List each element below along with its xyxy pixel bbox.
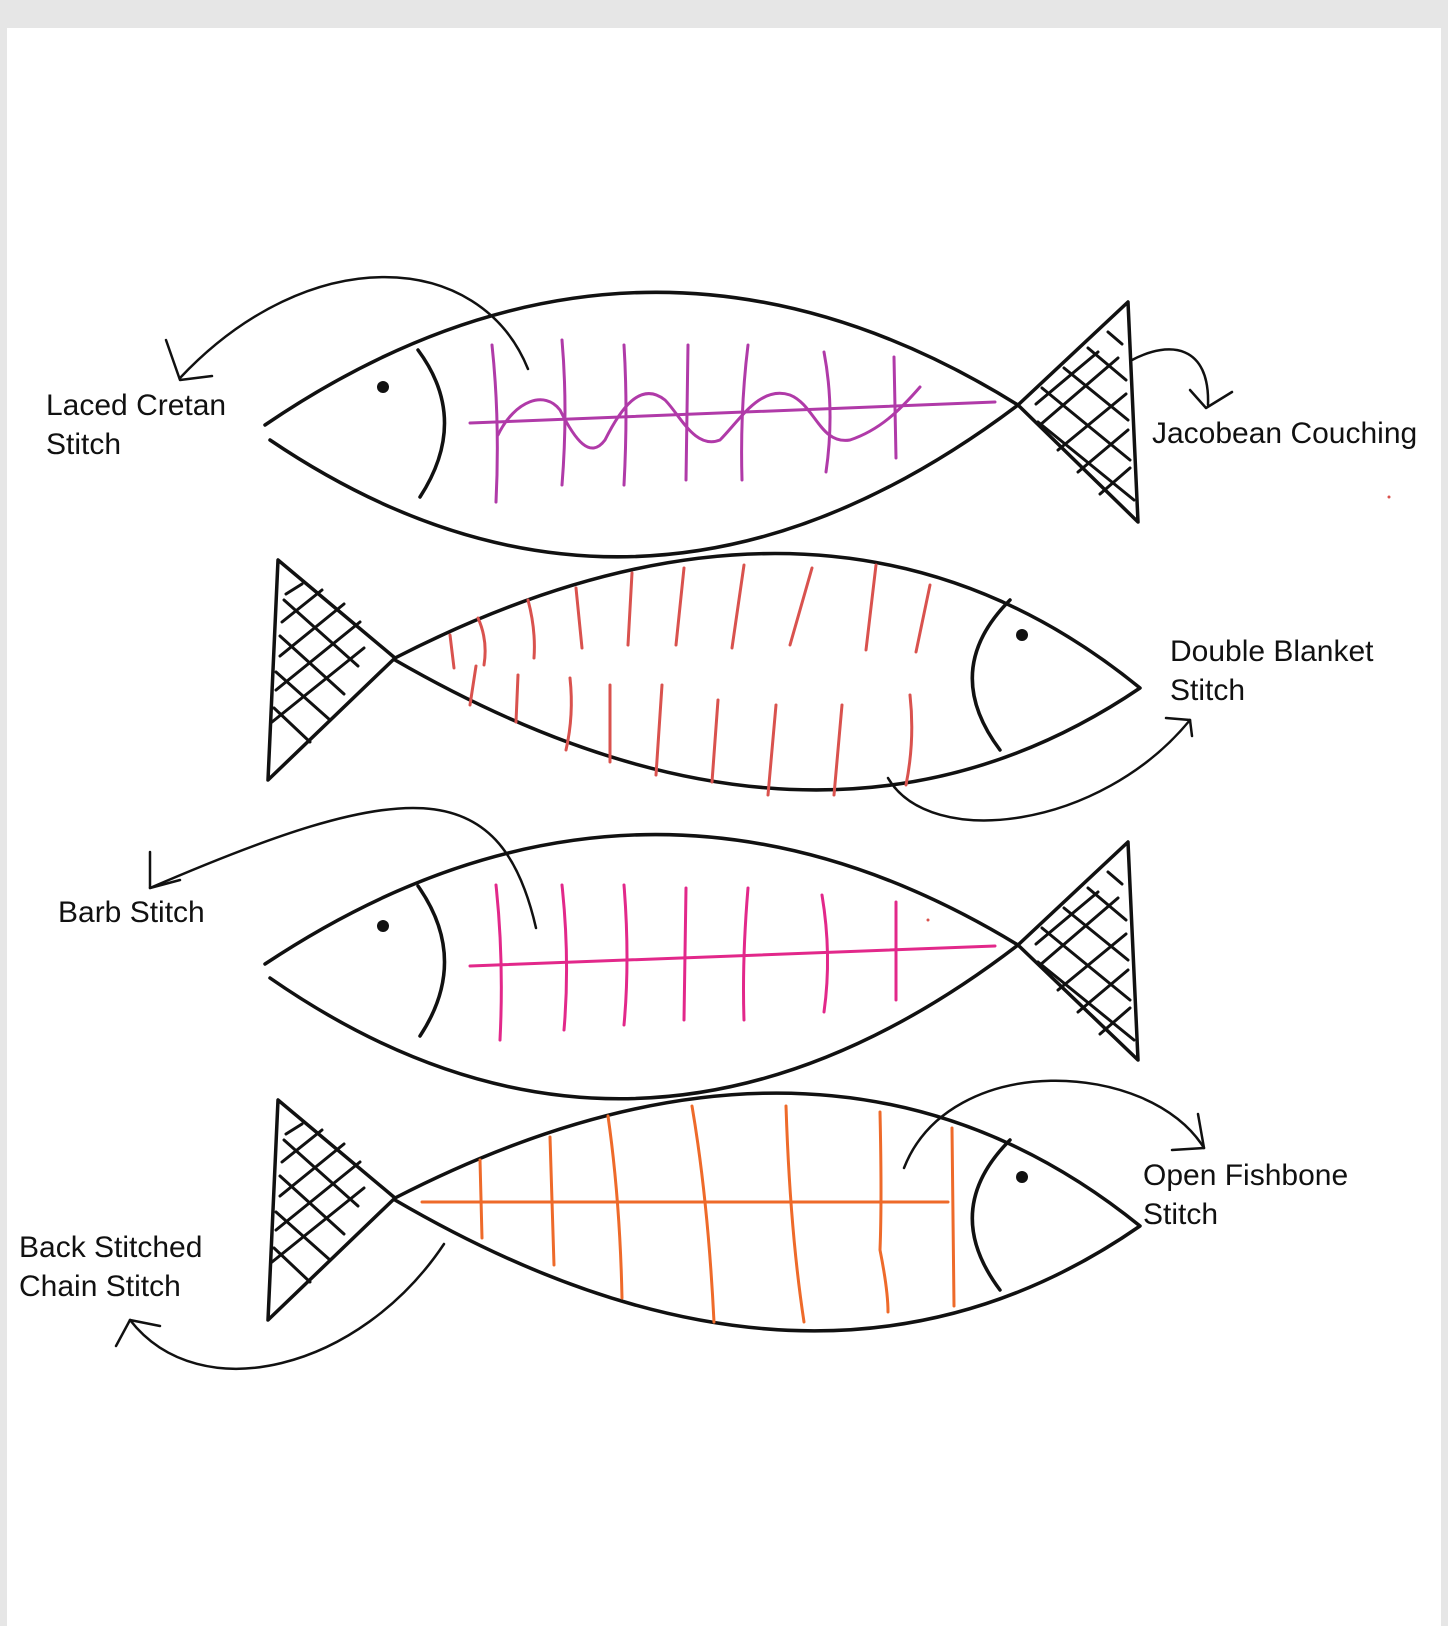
arrow-open-fishbone xyxy=(904,1081,1204,1168)
label-jacobean-line1: Jacobean Couching xyxy=(1152,414,1417,453)
label-open-fishbone-line1: Open Fishbone xyxy=(1143,1156,1348,1195)
fish-4 xyxy=(268,1093,1140,1331)
label-back-stitched-line1: Back Stitched xyxy=(19,1228,202,1267)
fish-4-tail-crosshatch xyxy=(272,1124,364,1282)
label-double-blanket-line2: Stitch xyxy=(1170,671,1373,710)
fish-3-barb-stitch xyxy=(470,885,995,1040)
fish-3-body xyxy=(265,835,1018,1099)
label-open-fishbone: Open Fishbone Stitch xyxy=(1143,1156,1348,1234)
arrow-barb xyxy=(150,808,536,928)
fish-2-body xyxy=(395,554,1140,790)
fish-2-tail-crosshatch xyxy=(272,584,364,742)
arrow-head-laced-cretan xyxy=(166,340,212,380)
arrow-laced-cretan xyxy=(180,277,528,378)
arrows xyxy=(116,277,1232,1369)
label-open-fishbone-line2: Stitch xyxy=(1143,1195,1348,1234)
stray-dot-2 xyxy=(927,919,930,922)
fish-1-eye xyxy=(377,381,389,393)
fish-4-body xyxy=(395,1093,1140,1331)
label-jacobean-couching: Jacobean Couching xyxy=(1152,414,1417,453)
label-barb-stitch: Barb Stitch xyxy=(58,893,205,932)
fish-4-gill xyxy=(972,1140,1010,1290)
fish-1-tail-crosshatch xyxy=(1036,332,1134,500)
label-laced-cretan-line2: Stitch xyxy=(46,425,226,464)
fish-3-gill xyxy=(418,886,445,1036)
fish-3-tail-crosshatch xyxy=(1036,872,1134,1040)
arrow-head-jacobean xyxy=(1190,390,1232,408)
fish-4-eye xyxy=(1016,1171,1028,1183)
fish-2-eye xyxy=(1016,629,1028,641)
fish-1 xyxy=(265,292,1138,557)
label-back-stitched-line2: Chain Stitch xyxy=(19,1267,202,1306)
fish-2-gill xyxy=(972,600,1010,750)
fish-3 xyxy=(265,835,1138,1099)
fish-1-laced-cretan-stitch xyxy=(470,340,995,502)
stray-dot-1 xyxy=(1388,496,1391,499)
label-laced-cretan: Laced Cretan Stitch xyxy=(46,386,226,464)
label-double-blanket: Double Blanket Stitch xyxy=(1170,632,1373,710)
fish-1-body xyxy=(265,292,1018,557)
arrow-double-blanket xyxy=(888,720,1190,820)
fish-2-double-blanket-stitch xyxy=(450,565,930,795)
label-barb-line1: Barb Stitch xyxy=(58,893,205,932)
fish-1-gill xyxy=(418,350,445,497)
label-double-blanket-line1: Double Blanket xyxy=(1170,632,1373,671)
fish-3-eye xyxy=(377,920,389,932)
label-laced-cretan-line1: Laced Cretan xyxy=(46,386,226,425)
label-back-stitched-chain: Back Stitched Chain Stitch xyxy=(19,1228,202,1306)
fish-4-back-stitched-chain-stitch xyxy=(422,1106,954,1322)
fish-2 xyxy=(268,554,1140,795)
